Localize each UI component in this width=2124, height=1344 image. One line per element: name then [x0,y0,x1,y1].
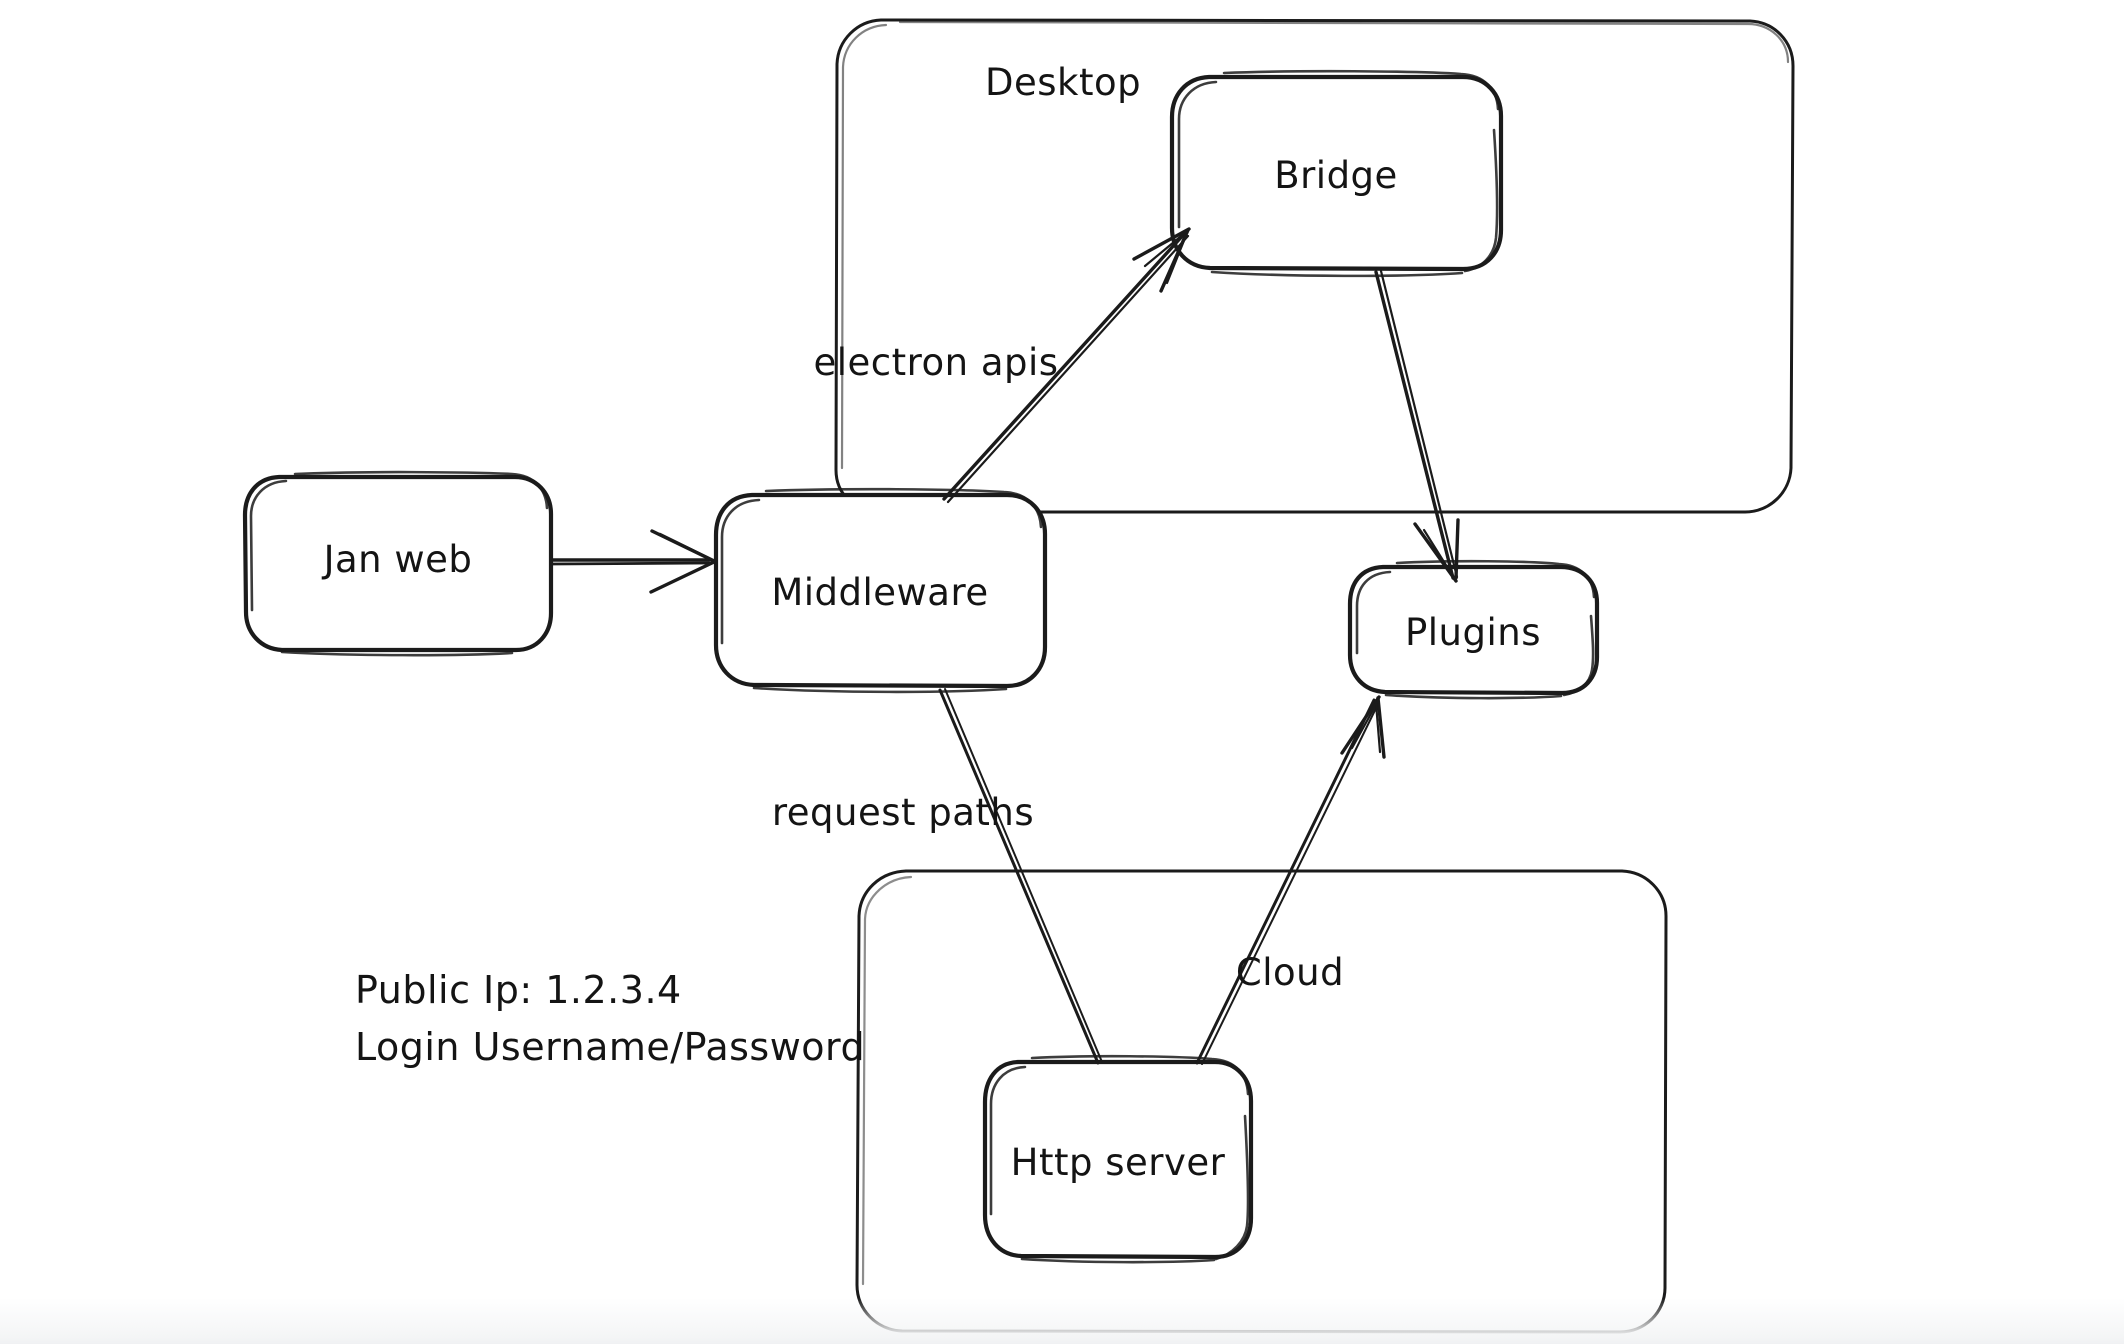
node-bridge[interactable] [1169,69,1504,278]
node-plugins[interactable] [1347,559,1600,700]
edge-bridge-to-plugins [1374,269,1460,583]
edge-middleware-to-bridge [942,227,1191,504]
group-cloud[interactable] [855,869,1668,1334]
node-label-http-server: Http server [1011,1141,1226,1184]
edge-middleware-to-http-server [938,688,1103,1065]
note-public-ip: Public Ip: 1.2.3.4 [355,968,682,1012]
edge-label-electron-apis: electron apis [813,341,1058,384]
group-label-desktop: Desktop [985,61,1141,104]
node-label-bridge: Bridge [1274,154,1398,197]
edge-jan-web-to-middleware [550,529,716,594]
node-jan-web[interactable] [242,470,554,657]
node-label-middleware: Middleware [771,571,988,614]
node-label-jan-web: Jan web [322,538,473,581]
node-middleware[interactable] [713,487,1048,694]
node-label-plugins: Plugins [1405,611,1541,654]
group-desktop[interactable] [834,18,1795,514]
note-login-credentials: Login Username/Password [355,1025,865,1069]
edge-label-cloud: Cloud [1236,951,1344,994]
node-http-server[interactable] [982,1054,1254,1264]
edge-http-server-to-plugins [1195,695,1386,1065]
edge-label-request-paths: request paths [772,791,1034,834]
